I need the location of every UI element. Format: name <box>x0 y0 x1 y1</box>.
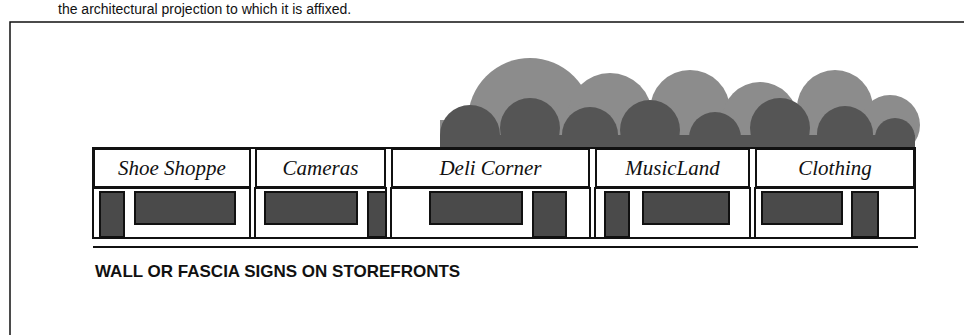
frame <box>10 22 964 335</box>
trees <box>440 58 920 182</box>
sign-text: Clothing <box>798 156 872 181</box>
fascia-sign: MusicLand <box>595 148 750 188</box>
fascia-sign: Cameras <box>255 148 386 188</box>
sign-text: Cameras <box>283 156 359 181</box>
fascia-sign: Clothing <box>755 148 915 188</box>
building <box>93 148 915 238</box>
caption: WALL OR FASCIA SIGNS ON STOREFRONTS <box>95 262 460 282</box>
sign-text: Shoe Shoppe <box>118 156 226 181</box>
sign-text: MusicLand <box>625 156 720 181</box>
fascia-sign: Shoe Shoppe <box>93 148 251 188</box>
fascia-sign: Deli Corner <box>391 148 590 188</box>
sign-text: Deli Corner <box>439 156 541 181</box>
note-text: the architectural projection to which it… <box>58 1 351 17</box>
ground-line <box>93 246 918 248</box>
